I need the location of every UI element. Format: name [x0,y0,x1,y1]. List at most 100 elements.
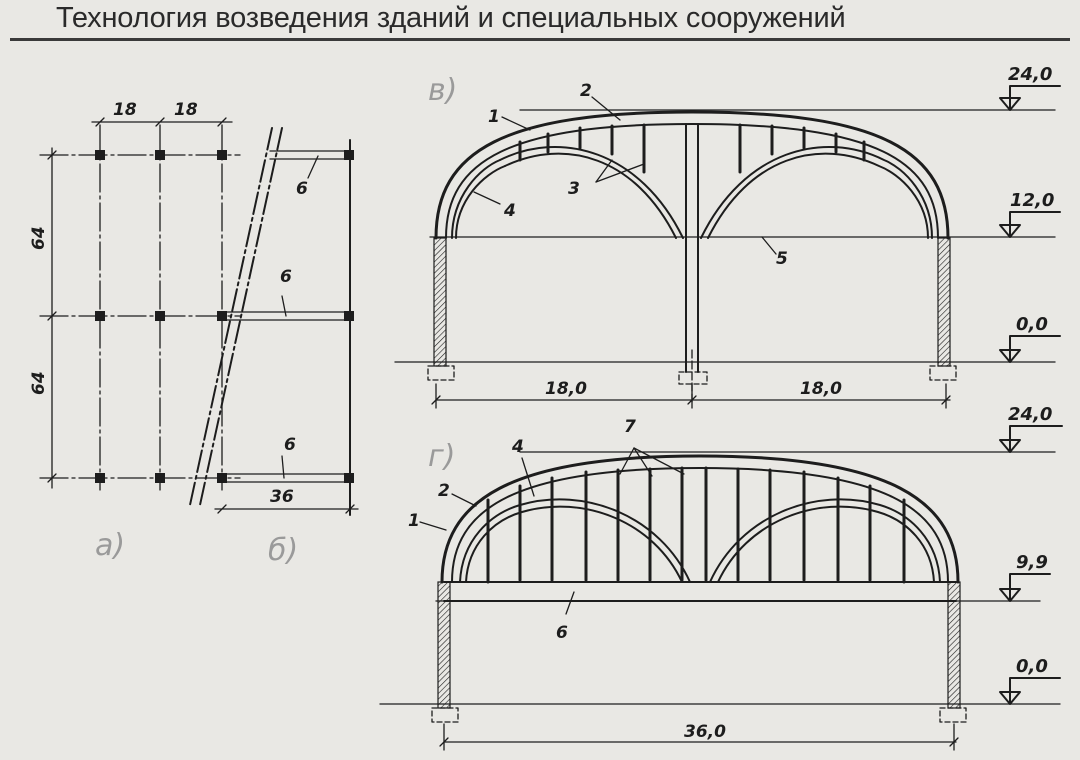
column-marker [344,311,354,321]
arch-lower-left-a [451,159,501,239]
level-marker-99: 9,9 [999,552,1051,602]
dim-label-64-upper: 64 [29,226,49,250]
callout-5: 5 [776,249,788,269]
dim-tick [47,473,57,483]
dim-label-18-left: 18 [113,100,137,120]
level-marker-0: 0,0 [999,656,1061,705]
diagonal-axis-1 [189,127,273,506]
callout-3: 3 [568,179,580,199]
svg-text:0,0: 0,0 [1016,314,1048,335]
svg-text:24,0: 24,0 [1008,404,1052,425]
svg-text:24,0: 24,0 [1008,64,1052,85]
arch-lower-left-b [455,165,506,239]
leader-line [595,163,645,183]
dim-tick [155,117,165,127]
leader-line [619,447,635,475]
level-marker-0: 0,0 [999,314,1061,363]
foundation-left [427,365,455,381]
callout-6-top: 6 [296,179,308,199]
leader-line [281,295,287,317]
arch-lower-left [459,498,691,583]
column-right [937,237,951,367]
column-marker [344,150,354,160]
panel-label-a: а) [95,528,125,563]
dim-tick [345,504,355,514]
panel-label-v: в) [428,73,457,108]
column-left [433,237,447,367]
column-marker [344,473,354,483]
leader-line [565,591,575,615]
callout-6-middle: 6 [280,267,292,287]
leader-line [761,236,777,255]
leader-line [591,96,621,121]
arch-outer [434,110,950,240]
callout-6-bottom: 6 [284,435,296,455]
leader-line [281,455,285,479]
callout-2: 2 [580,81,592,101]
dim-tick [439,737,449,747]
column-right [947,581,961,709]
dim-tick [687,395,697,405]
column-marker [155,150,165,160]
arch-lower-right [709,498,941,583]
leader-line [473,191,501,205]
callout-4: 4 [503,201,516,221]
foundation-right [939,707,967,723]
dim-label-36: 36 [270,487,294,507]
panel-b-plan: 6 6 6 36 б) [189,127,359,568]
header-rule [10,38,1070,41]
foundation-left [431,707,459,723]
arch-span-right [700,146,933,239]
leader-line [595,159,613,183]
arch-outer [440,454,960,584]
column-marker [95,150,105,160]
dim-label-64-lower: 64 [29,371,49,395]
panel-label-g: г) [428,439,455,474]
dim-tick [217,504,227,514]
dim-tick [431,395,441,405]
dim-tick [47,311,57,321]
panel-a-plan: 18 18 64 64 а) [29,100,241,563]
leader-line [521,457,535,497]
column-left [437,581,451,709]
level-marker-24: 24,0 [999,64,1061,111]
callout-2: 2 [438,481,450,501]
diagonal-axis-2 [199,127,283,506]
dim-label-18-right: 18 [174,100,198,120]
dim-tick [95,117,105,127]
column-marker [155,473,165,483]
panel-v-section: 18,0 18,0 24,0 12,0 0,0 1 2 3 [394,64,1061,409]
arch-span-left [499,146,684,239]
callout-7: 7 [624,417,636,437]
svg-text:9,9: 9,9 [1016,552,1048,573]
column-marker [217,150,227,160]
column-marker [217,473,227,483]
dim-tick [217,117,227,127]
callout-1: 1 [408,511,420,531]
arch-inner-edge [445,123,939,239]
callout-6: 6 [556,623,568,643]
callout-4: 4 [511,437,524,457]
svg-text:12,0: 12,0 [1010,190,1054,211]
callout-1: 1 [488,107,500,127]
level-marker-12: 12,0 [999,190,1061,238]
panel-label-b: б) [268,533,298,568]
column-marker [95,311,105,321]
page-title: Технология возведения зданий и специальн… [56,2,846,34]
leader-line [307,155,319,179]
leader-line [633,447,685,475]
leader-line [419,521,447,531]
dim-label-span-right: 18,0 [800,379,842,399]
foundation-center [678,371,708,385]
leader-line [451,493,477,507]
column-marker [95,473,105,483]
dim-tick [941,395,951,405]
svg-text:0,0: 0,0 [1016,656,1048,677]
panel-g-section: 36,0 24,0 9,9 0,0 7 4 2 1 [379,404,1063,751]
arch-span-right-inner [707,152,929,239]
arch-lower-left-inner [465,505,683,583]
arch-span-left-inner [504,152,677,239]
column-marker [217,311,227,321]
